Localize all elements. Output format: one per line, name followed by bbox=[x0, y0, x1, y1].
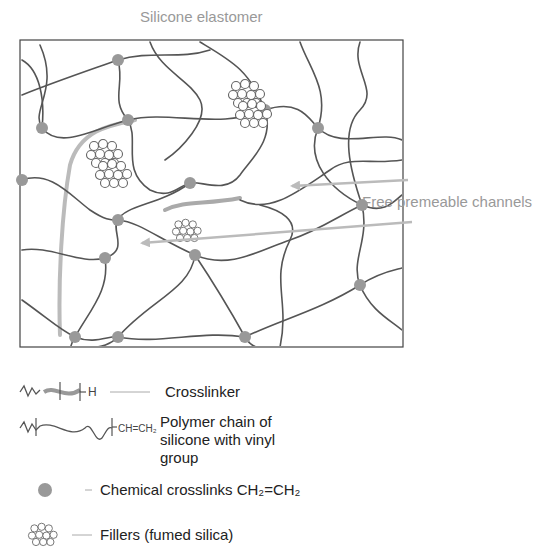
polymer-chain bbox=[22, 300, 245, 340]
polymer-chain-sample bbox=[35, 418, 36, 436]
crosslink-dot bbox=[112, 54, 124, 66]
legend-text: Fillers (fumed silica) bbox=[100, 526, 233, 544]
callout-label: Free premeable channels bbox=[362, 193, 547, 211]
crosslink-dot bbox=[184, 177, 196, 189]
leader-arrow bbox=[142, 222, 412, 243]
polymer-chain bbox=[39, 45, 402, 140]
crosslink-dot bbox=[239, 331, 251, 343]
legend-dash bbox=[72, 535, 92, 536]
polymer-chain bbox=[70, 258, 106, 346]
polymer-chain bbox=[349, 42, 402, 330]
legend-dash bbox=[110, 392, 150, 393]
crosslink-dot bbox=[112, 214, 124, 226]
crosslink-dot bbox=[354, 279, 366, 291]
legend-dash bbox=[85, 490, 92, 491]
leader-arrow bbox=[292, 180, 408, 186]
polymer-chain bbox=[260, 205, 293, 346]
crosslinker-chain bbox=[165, 198, 240, 210]
polymer-chain bbox=[195, 255, 258, 346]
polymer-chain-sample bbox=[20, 422, 112, 439]
crosslinker-sample bbox=[80, 391, 86, 392]
filler-cluster bbox=[236, 100, 272, 128]
legend-text: Crosslinker bbox=[165, 383, 240, 401]
polymer-chain-sample bbox=[112, 426, 117, 427]
polymer-chain bbox=[22, 183, 190, 260]
crosslink-dot bbox=[16, 174, 28, 186]
crosslink-dot bbox=[112, 331, 124, 343]
polymer-chain bbox=[150, 42, 202, 160]
crosslink-dot bbox=[122, 114, 134, 126]
crosslink-dot bbox=[312, 122, 324, 134]
vinyl-group-label: CH=CH₂ bbox=[118, 420, 157, 438]
figure-title: Silicone elastomer bbox=[140, 8, 263, 26]
legend-text: Polymer chain of silicone with vinyl gro… bbox=[160, 413, 295, 467]
legend-text: Chemical crosslinks CH₂=CH₂ bbox=[100, 481, 300, 499]
polymer-chain bbox=[22, 50, 210, 95]
crosslink-dot bbox=[69, 331, 81, 343]
polymer-chain bbox=[245, 268, 402, 337]
end-group-label: H bbox=[88, 383, 97, 401]
crosslinker-sample bbox=[59, 382, 60, 400]
crosslinker-chain bbox=[59, 120, 135, 335]
crosslinker-sample bbox=[44, 390, 80, 394]
crosslinker-sample bbox=[20, 386, 40, 396]
legend-swatch bbox=[38, 483, 52, 497]
filler-sample bbox=[28, 523, 57, 545]
polymer-chain bbox=[22, 178, 362, 261]
filler-cluster bbox=[96, 160, 132, 188]
polymer-chain bbox=[22, 60, 43, 128]
crosslink-dot bbox=[36, 122, 48, 134]
polymer-chain bbox=[95, 255, 195, 346]
crosslink-dot bbox=[189, 249, 201, 261]
crosslink-dot bbox=[99, 252, 111, 264]
network-frame bbox=[20, 40, 403, 347]
